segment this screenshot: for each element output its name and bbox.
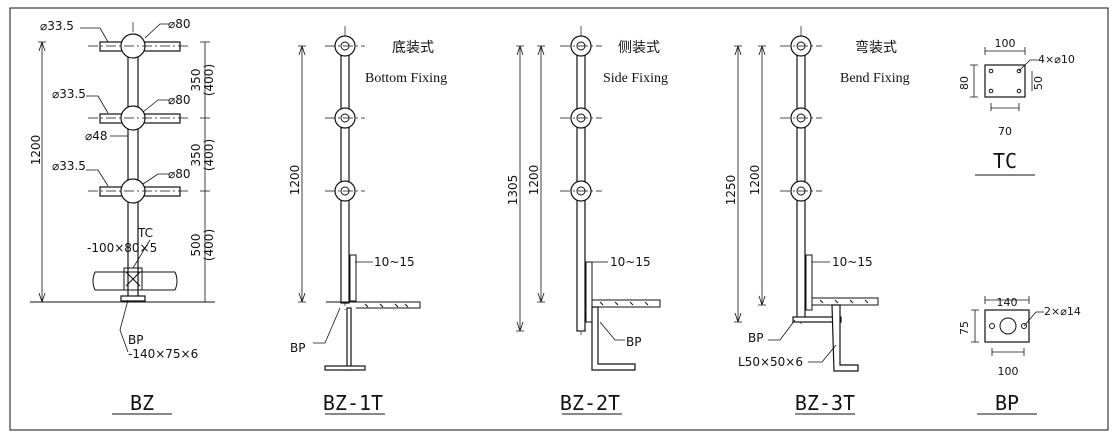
bz1t-bp-label: BP — [290, 341, 305, 355]
bp-width-bottom-label: 100 — [998, 365, 1019, 378]
bz3t-elevation: 1250 1200 10~15 BP L50×50×6 弯装式 Bend Fix… — [724, 26, 910, 415]
bz-ball-top-diameter: ⌀80 — [168, 17, 191, 31]
bz-height-label: 1200 — [29, 135, 43, 166]
bz1t-cn-label: 底装式 — [392, 40, 434, 56]
bz-rail-low — [88, 178, 190, 204]
tc-plate-detail: 100 80 50 4×⌀10 70 TC — [958, 37, 1075, 176]
bz3t-angle-label: L50×50×6 — [738, 355, 803, 369]
bz-elevation: 1200 350 (400) 350 (400) 500 (400) ⌀33.5… — [29, 17, 216, 415]
bz3t-gap-label: 10~15 — [832, 255, 873, 269]
bz3t-height-label: 1200 — [748, 165, 762, 196]
tc-title: TC — [993, 149, 1017, 173]
bz1t-title: BZ-1T — [323, 391, 383, 415]
bz3t-title: BZ-3T — [795, 391, 855, 415]
bz-rail-low-diameter: ⌀33.5 — [52, 159, 86, 173]
tc-holes-label: 4×⌀10 — [1038, 53, 1075, 66]
bz3t-height-total-label: 1250 — [724, 175, 738, 206]
bz3t-bp-label: BP — [748, 331, 763, 345]
bp-height-label: 75 — [958, 321, 971, 335]
bz-gap2-alt-label: (400) — [202, 139, 216, 171]
bz1t-en-label: Bottom Fixing — [365, 71, 447, 86]
bz2t-en-label: Side Fixing — [603, 71, 668, 86]
tc-hole-span-v-label: 50 — [1032, 76, 1045, 90]
drawing-frame — [9, 7, 1109, 431]
bp-title: BP — [995, 391, 1019, 415]
bz1t-post — [340, 44, 350, 304]
bz1t-elevation: 1200 10~15 BP 底装式 Bottom Fixing BZ-1T — [288, 26, 447, 415]
bz1t-height-label: 1200 — [288, 165, 302, 196]
bz-gap3-alt-label: (400) — [202, 229, 216, 261]
bz1t-gap-label: 10~15 — [374, 255, 415, 269]
bz2t-elevation: 1305 1200 10~15 BP 侧装式 Side Fixing BZ-2T — [506, 26, 668, 415]
bz-post — [127, 41, 139, 299]
tc-height-label: 80 — [958, 76, 971, 90]
bz-rail-mid-diameter: ⌀33.5 — [52, 87, 86, 101]
bz-rail-top-diameter: ⌀33.5 — [40, 19, 74, 33]
bz-rail-top — [88, 33, 190, 59]
bz-gap1-alt-label: (400) — [202, 64, 216, 96]
bz-tc-label: TC — [137, 226, 153, 240]
bz-bp-size: -140×75×6 — [128, 347, 198, 361]
bz-tc-size: -100×80×5 — [87, 241, 157, 255]
bz2t-cn-label: 侧装式 — [618, 40, 660, 56]
bz-bp-label: BP — [128, 333, 143, 347]
bz-gap3-label: 500 — [189, 234, 203, 257]
bz3t-en-label: Bend Fixing — [840, 71, 910, 86]
bz2t-title: BZ-2T — [560, 391, 620, 415]
bz-rail-mid — [88, 105, 190, 131]
bp-plate-detail: 140 75 2×⌀14 100 BP — [958, 296, 1081, 415]
bz2t-height-label: 1200 — [527, 165, 541, 196]
tc-hole-span-h-label: 70 — [998, 125, 1012, 138]
bz-gap1-label: 350 — [189, 69, 203, 92]
bz2t-bp-label: BP — [626, 335, 641, 349]
bz-post-diameter: ⌀48 — [85, 129, 108, 143]
bz-base — [92, 267, 178, 302]
bp-holes-label: 2×⌀14 — [1044, 305, 1081, 318]
bz-title: BZ — [130, 391, 154, 415]
bz2t-gap-label: 10~15 — [610, 255, 651, 269]
bz-ball-low-diameter: ⌀80 — [168, 167, 191, 181]
bz-gap2-label: 350 — [189, 144, 203, 167]
bz-ball-mid-diameter: ⌀80 — [168, 93, 191, 107]
tc-width-label: 100 — [995, 37, 1016, 50]
bp-width-top-label: 140 — [997, 296, 1018, 309]
bz3t-cn-label: 弯装式 — [855, 39, 897, 56]
bz2t-height-total-label: 1305 — [506, 175, 520, 206]
